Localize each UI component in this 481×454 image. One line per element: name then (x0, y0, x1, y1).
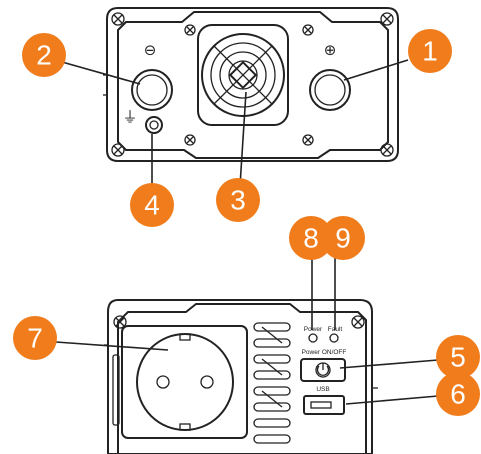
switch-label: Power ON/OFF (302, 349, 347, 356)
cooling-fan (197, 24, 289, 126)
callout-1: 1 (408, 29, 452, 73)
positive-terminal (309, 69, 351, 111)
leader-line-5 (339, 359, 439, 369)
corner-screw (111, 12, 125, 26)
front-panel: ⊖ ⊕ ⏚ (103, 7, 399, 162)
corner-screw (380, 12, 394, 26)
corner-screw (380, 143, 394, 157)
callout-5-label: 5 (450, 342, 466, 373)
leader-line-3 (239, 91, 247, 187)
callout-3-label: 3 (230, 185, 246, 216)
callout-6-label: 6 (450, 379, 466, 410)
power-led (308, 333, 318, 343)
callout-7-label: 7 (27, 323, 43, 354)
power-switch (300, 358, 346, 382)
rear-housing-outline (107, 299, 373, 454)
negative-terminal (131, 69, 173, 111)
rear-side-grip (112, 354, 120, 426)
callout-8-label: 8 (303, 223, 319, 254)
callout-6: 6 (436, 372, 480, 416)
power-led-label: Power (304, 326, 323, 333)
corner-screw (302, 134, 314, 146)
ventilation-grille (253, 322, 291, 444)
leader-line-2 (61, 61, 141, 85)
callout-5: 5 (436, 335, 480, 379)
callout-4: 4 (130, 183, 174, 227)
corner-screw (113, 315, 127, 329)
rear-bezel (117, 303, 367, 454)
positive-symbol: ⊕ (324, 41, 337, 59)
callout-2-label: 2 (36, 40, 52, 71)
usb-port (303, 395, 345, 415)
callout-8: 8 (289, 216, 333, 260)
usb-label: USB (316, 386, 329, 393)
callout-1-label: 1 (422, 36, 438, 67)
callout-7: 7 (13, 316, 57, 360)
ground-terminal (145, 116, 163, 134)
corner-screw (302, 24, 314, 36)
callout-9: 9 (321, 216, 365, 260)
leader-line-1 (343, 59, 409, 81)
fault-led (329, 333, 339, 343)
front-housing-outline (106, 7, 399, 162)
leader-line-7 (55, 341, 169, 351)
corner-screw (111, 143, 125, 157)
callout-3: 3 (216, 178, 260, 222)
ac-outlet (121, 325, 248, 439)
ground-symbol: ⏚ (122, 108, 137, 126)
callout-4-label: 4 (144, 190, 160, 221)
leader-line-6 (345, 395, 439, 405)
rear-panel: Power Fault Power ON/OFF USB (104, 299, 378, 454)
corner-screw (184, 134, 196, 146)
corner-screw (351, 315, 365, 329)
negative-symbol: ⊖ (144, 41, 157, 59)
callout-9-label: 9 (335, 223, 351, 254)
power-icon (316, 363, 330, 376)
callout-2: 2 (22, 33, 66, 77)
corner-screw (184, 24, 196, 36)
